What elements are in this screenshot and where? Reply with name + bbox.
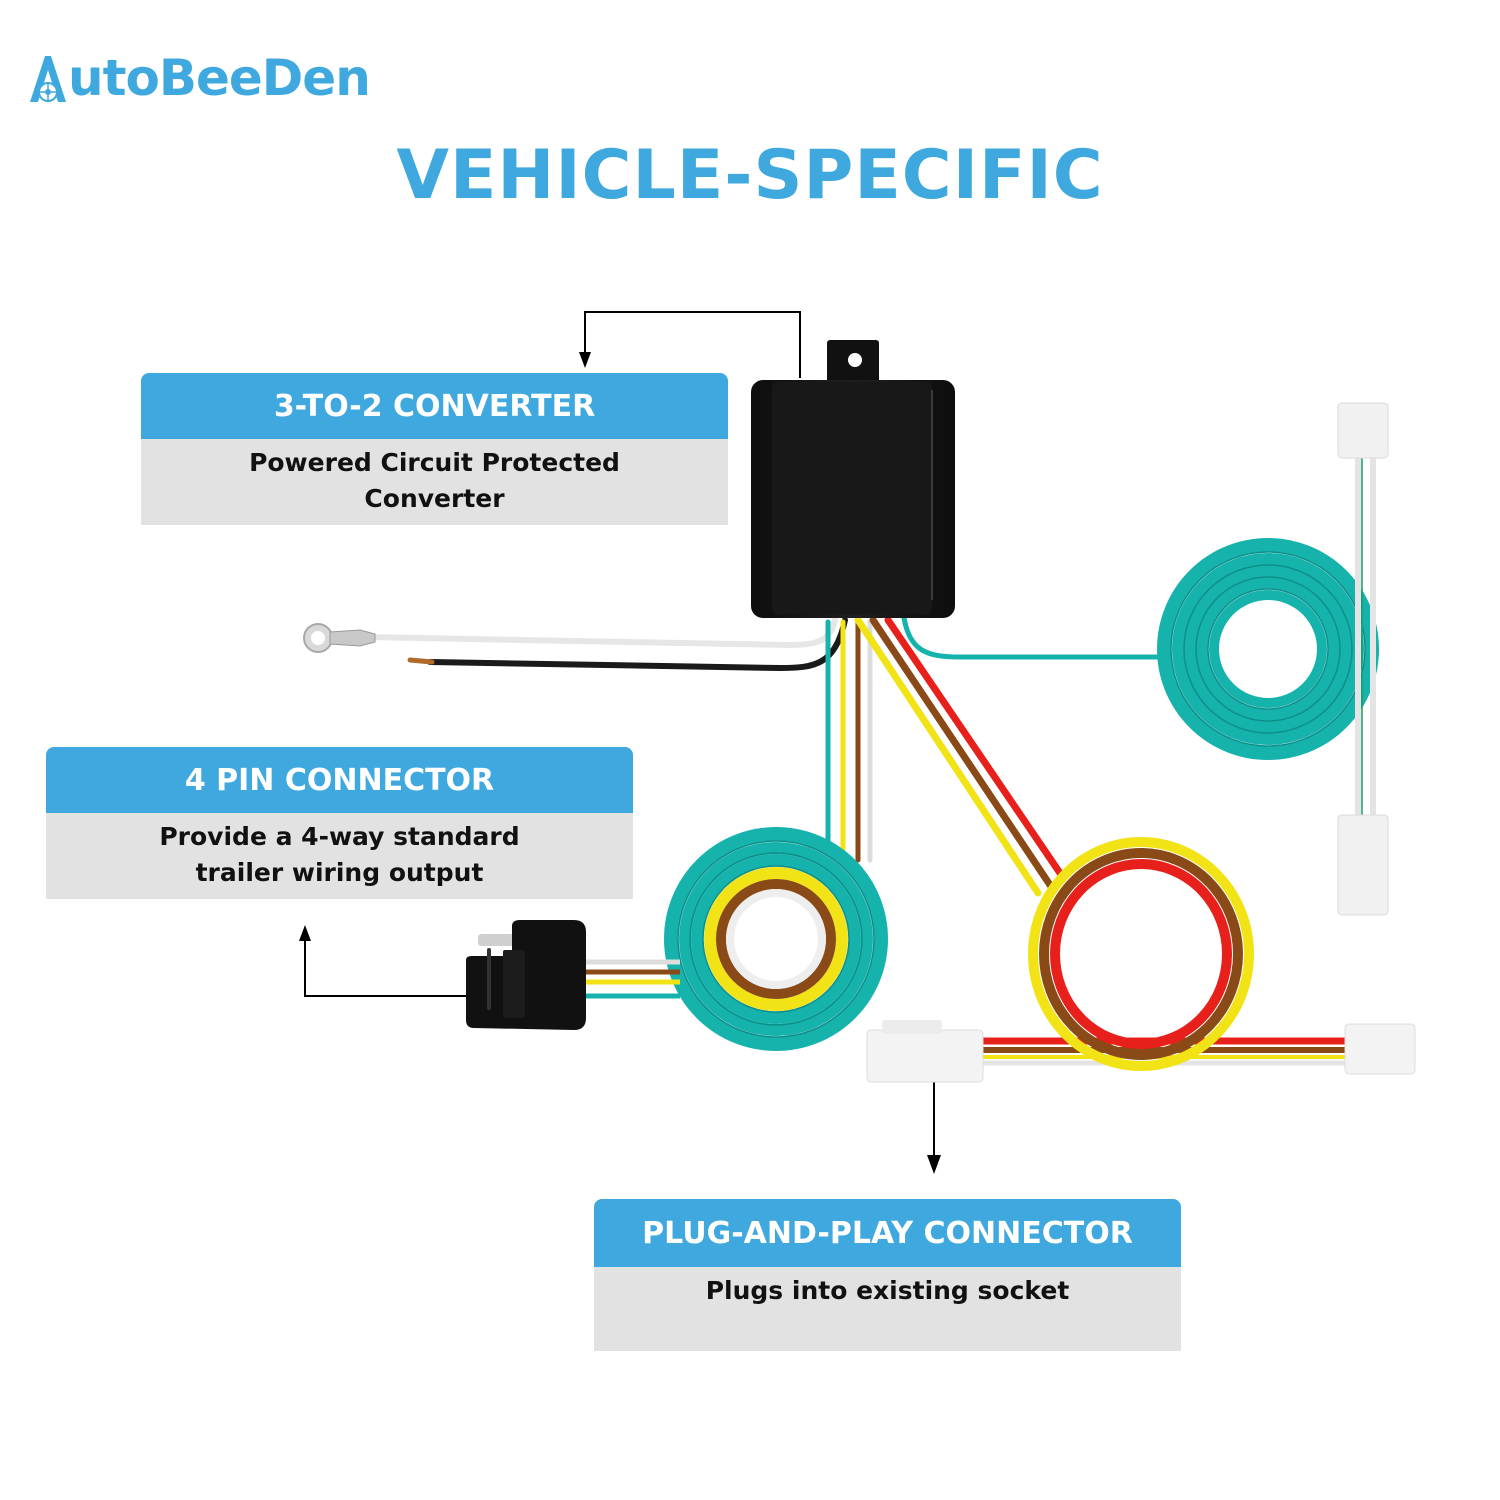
wire-bundle — [362, 615, 1163, 897]
signal-loop — [1028, 837, 1254, 1071]
converter-leader-arrow — [579, 311, 801, 378]
converter-callout-line1: Powered Circuit Protected — [249, 448, 620, 477]
four-pin-coil — [664, 827, 888, 1051]
vertical-plug-pair — [1337, 402, 1389, 916]
wheel-a-icon — [30, 56, 66, 102]
ring-terminal — [303, 623, 376, 653]
four-pin-connector — [466, 920, 586, 1030]
four-pin-callout-line2: trailer wiring output — [195, 858, 484, 887]
converter-callout-body: Powered Circuit Protected Converter — [141, 439, 728, 525]
converter-box — [751, 340, 955, 618]
four-pin-wires — [585, 959, 680, 999]
converter-callout-heading: 3-TO-2 CONVERTER — [141, 373, 728, 439]
plug-play-callout-line1: Plugs into existing socket — [705, 1276, 1070, 1305]
brand-name: utoBeeDen — [68, 49, 371, 107]
plug-play-callout: PLUG-AND-PLAY CONNECTOR Plugs into exist… — [594, 1199, 1181, 1351]
converter-callout: 3-TO-2 CONVERTER Powered Circuit Protect… — [141, 373, 728, 525]
four-pin-leader-arrow — [299, 925, 466, 997]
converter-callout-line2: Converter — [364, 484, 505, 513]
four-pin-callout-heading: 4 PIN CONNECTOR — [46, 747, 633, 813]
four-pin-callout-line1: Provide a 4-way standard — [159, 822, 520, 851]
four-pin-callout: 4 PIN CONNECTOR Provide a 4-way standard… — [46, 747, 633, 899]
plug-play-callout-heading: PLUG-AND-PLAY CONNECTOR — [594, 1199, 1181, 1267]
plug-play-connectors — [866, 1020, 1416, 1083]
brand-logo: utoBeeDen — [28, 46, 371, 110]
four-pin-callout-body: Provide a 4-way standard trailer wiring … — [46, 813, 633, 899]
page-title: VEHICLE-SPECIFIC — [396, 136, 1104, 215]
right-teal-coil — [1157, 538, 1379, 760]
plug-play-leader-arrow — [927, 1082, 941, 1174]
plug-play-callout-body: Plugs into existing socket — [594, 1267, 1181, 1351]
